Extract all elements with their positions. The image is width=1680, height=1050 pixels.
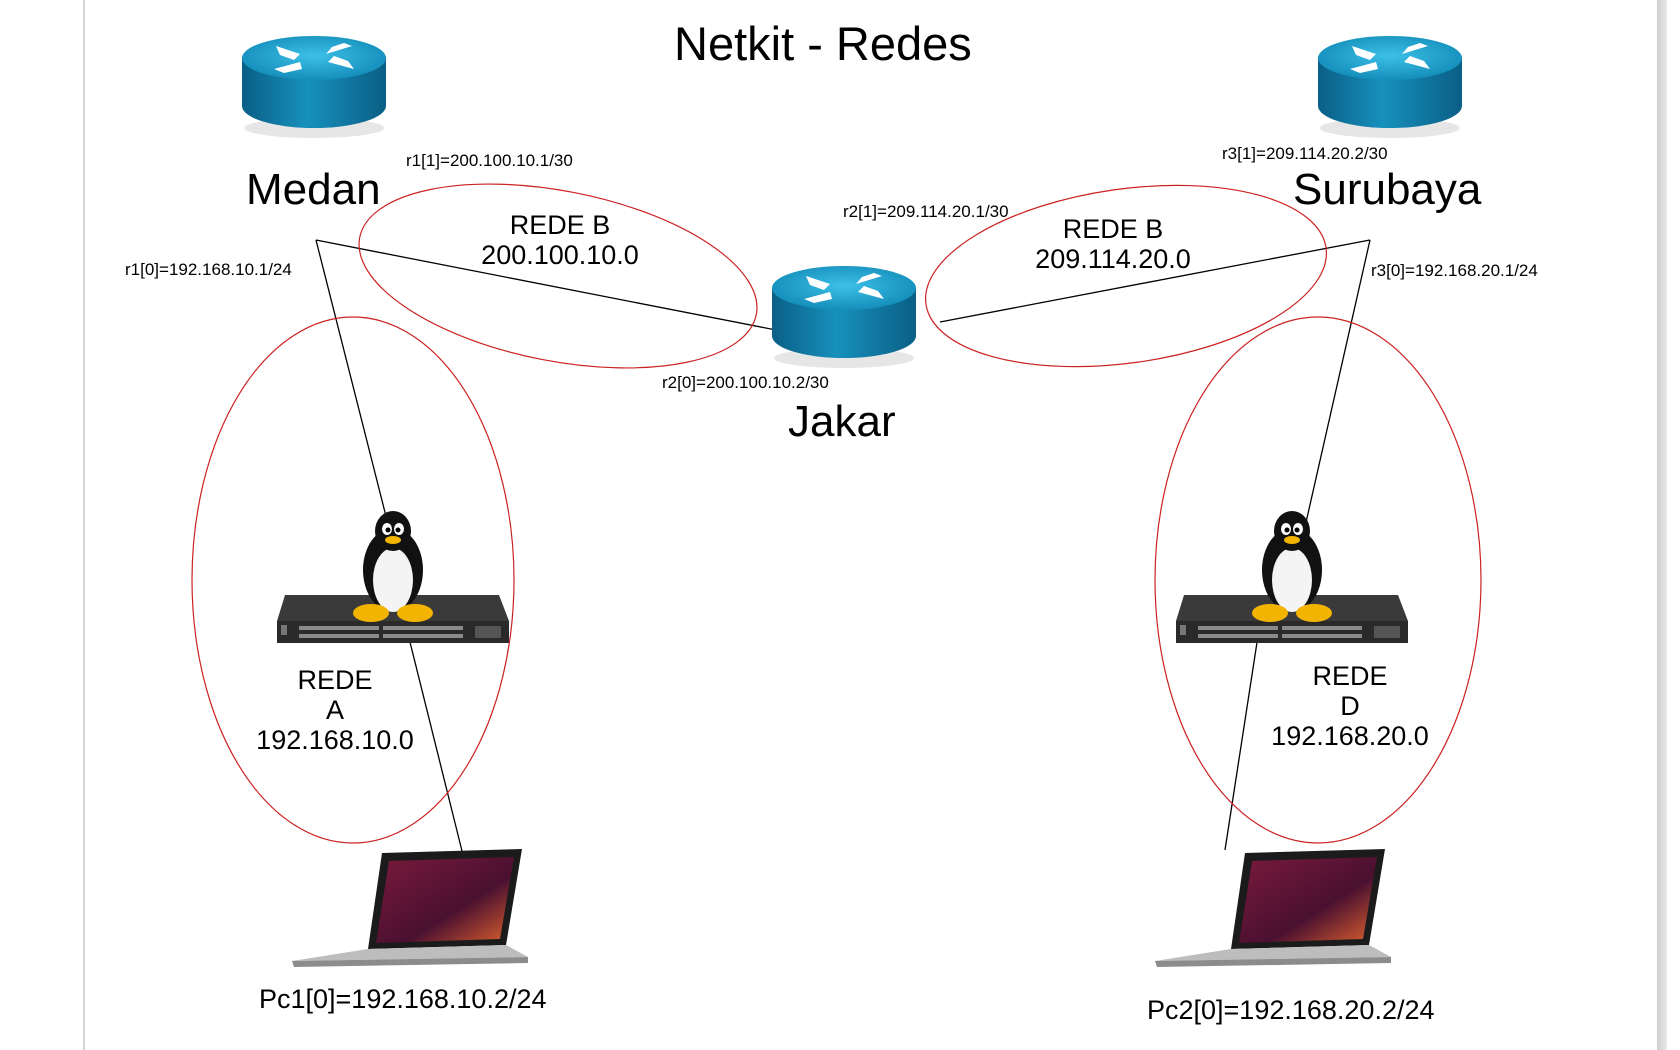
page-margin-left <box>83 0 85 1050</box>
pc2-label: Pc2[0]=192.168.20.2/24 <box>1147 995 1435 1025</box>
network-b-left-address: 200.100.10.0 <box>481 240 639 271</box>
interface-r1-0: r1[0]=192.168.10.1/24 <box>125 260 292 279</box>
link-jakar-surubaya <box>939 239 1371 323</box>
network-b-right-area <box>924 184 1328 368</box>
router-label-jakar: Jakar <box>788 397 896 446</box>
network-b-right-name: REDE B <box>1062 214 1164 244</box>
network-a-area <box>191 316 515 844</box>
network-a-name: REDE <box>297 665 373 695</box>
jakar-router-icon <box>772 266 916 368</box>
network-b-right-label: REDE B 209.114.20.0 <box>1013 214 1213 274</box>
network-b-left-area <box>358 183 758 369</box>
network-a-address: 192.168.10.0 <box>256 725 414 756</box>
network-areas <box>191 183 1482 844</box>
router-label-surubaya: Surubaya <box>1293 165 1482 214</box>
links <box>315 239 1371 856</box>
interface-r2-1: r2[1]=209.114.20.1/30 <box>843 202 1009 221</box>
network-d-address: 192.168.20.0 <box>1271 721 1429 752</box>
link-switch-a-pc1 <box>401 609 464 856</box>
network-d-name: REDE <box>1312 661 1388 691</box>
network-a-label: REDE A 192.168.10.0 <box>235 665 435 756</box>
link-medan-switch-a <box>315 239 393 541</box>
diagram-title: Netkit - Redes <box>674 17 972 70</box>
network-b-left-label: REDE B 200.100.10.0 <box>460 210 660 270</box>
medan-router-icon <box>242 36 386 138</box>
pc2-laptop-icon <box>1155 849 1391 967</box>
network-d-label: REDE D 192.168.20.0 <box>1250 661 1450 752</box>
network-d-area <box>1154 316 1482 844</box>
pc1-laptop-icon <box>292 849 528 967</box>
interface-r3-1: r3[1]=209.114.20.2/30 <box>1222 144 1388 163</box>
pc1-label: Pc1[0]=192.168.10.2/24 <box>259 984 547 1014</box>
surubaya-router-icon <box>1318 36 1462 138</box>
link-switch-d-pc2 <box>1224 609 1263 851</box>
page-margin-right <box>1657 0 1667 1050</box>
linux-penguin-d-icon <box>1252 511 1332 622</box>
interface-r2-0: r2[0]=200.100.10.2/30 <box>662 373 829 392</box>
linux-penguin-a-icon <box>353 511 433 622</box>
router-label-medan: Medan <box>246 165 381 214</box>
network-b-right-address: 209.114.20.0 <box>1035 244 1191 275</box>
network-b-left-name: REDE B <box>509 210 611 240</box>
interface-r3-0: r3[0]=192.168.20.1/24 <box>1371 261 1538 280</box>
link-surubaya-switch-d <box>1301 239 1371 541</box>
interface-r1-1: r1[1]=200.100.10.1/30 <box>406 151 573 170</box>
network-a-letter: A <box>325 695 344 726</box>
network-d-letter: D <box>1340 691 1360 722</box>
link-medan-jakar <box>315 239 777 331</box>
